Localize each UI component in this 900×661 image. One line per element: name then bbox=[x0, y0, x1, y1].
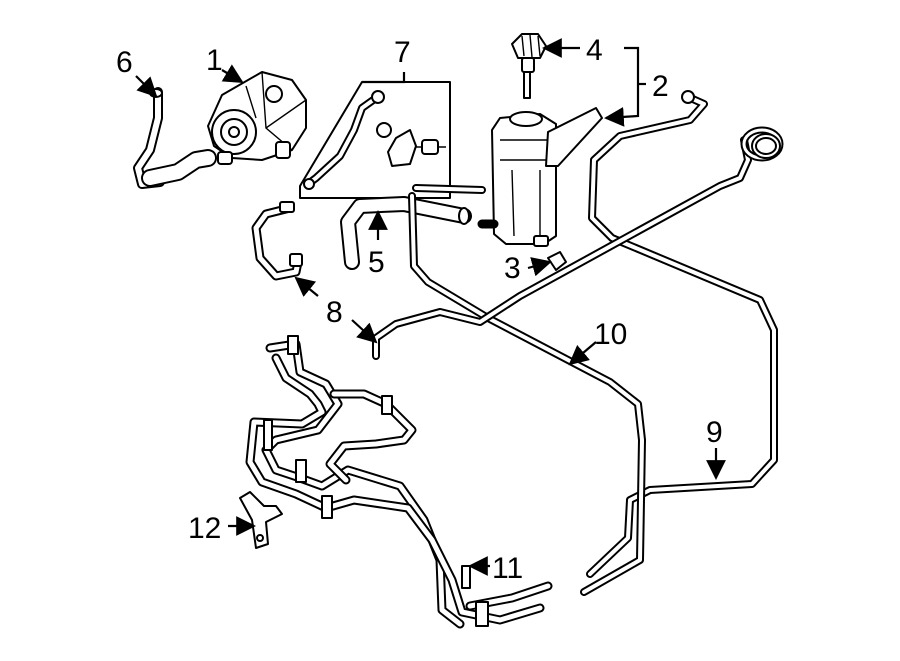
callout-11: 11 bbox=[492, 552, 523, 585]
callout-labels: 1 2 3 4 5 6 7 8 9 10 11 12 bbox=[116, 34, 723, 585]
callout-6: 6 bbox=[116, 46, 133, 79]
leader-lines bbox=[135, 38, 726, 576]
part-6-hose bbox=[133, 87, 217, 189]
part-3-fitting bbox=[547, 251, 567, 271]
callout-1: 1 bbox=[206, 44, 223, 77]
part-4-cap bbox=[511, 33, 547, 99]
long-pipes bbox=[372, 90, 784, 596]
callout-5: 5 bbox=[368, 246, 385, 279]
callout-7: 7 bbox=[394, 36, 411, 69]
part-2-reservoir bbox=[477, 107, 603, 247]
part-1-pump bbox=[207, 71, 307, 165]
part-8-hose bbox=[251, 201, 303, 281]
callout-10: 10 bbox=[594, 318, 627, 351]
part-7-kit bbox=[299, 81, 451, 199]
callout-9: 9 bbox=[706, 416, 723, 449]
callout-8: 8 bbox=[326, 296, 343, 329]
callout-4: 4 bbox=[586, 34, 603, 67]
part-11-cooler bbox=[245, 335, 553, 629]
callout-3: 3 bbox=[504, 252, 521, 285]
callout-12: 12 bbox=[188, 512, 221, 545]
callout-2: 2 bbox=[652, 70, 669, 103]
part-5-hose bbox=[340, 196, 472, 270]
part-12-bracket bbox=[239, 491, 283, 549]
